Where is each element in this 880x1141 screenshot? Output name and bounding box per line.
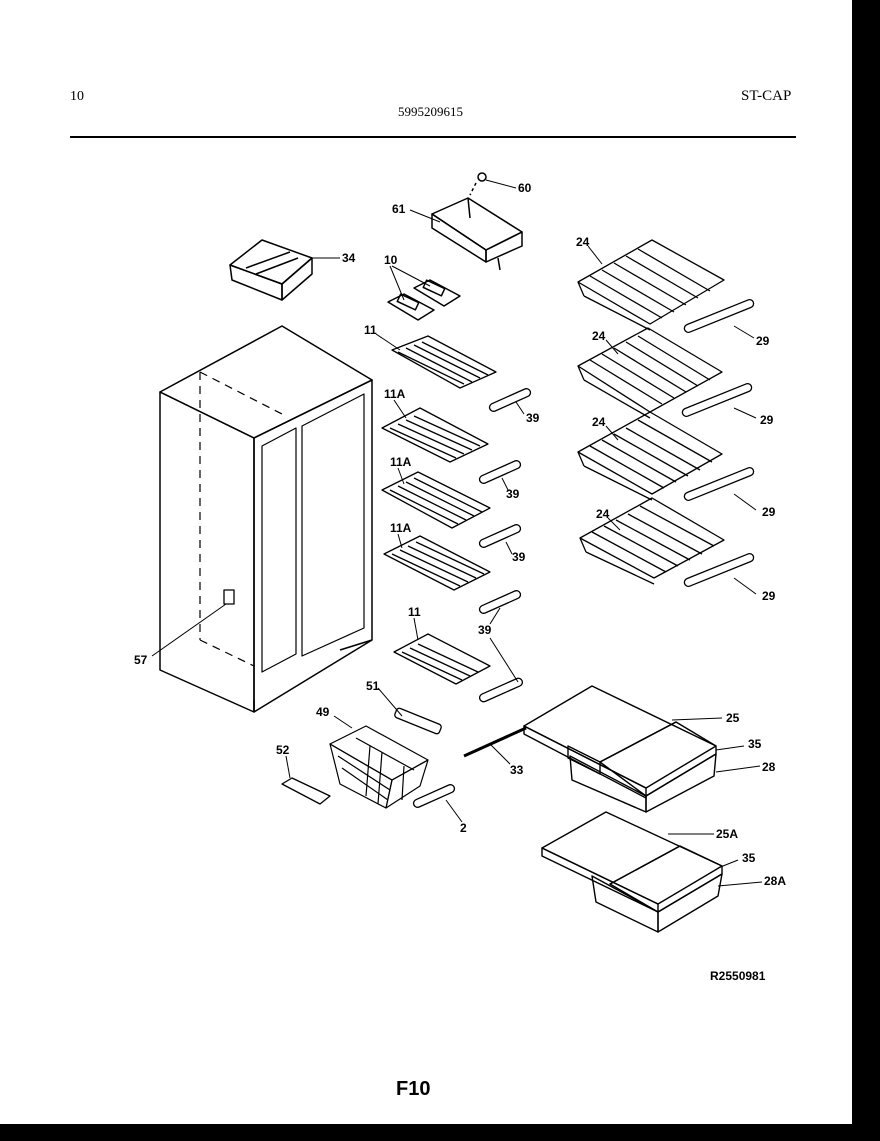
callout-24-4: 24 bbox=[596, 507, 610, 521]
callout-11a-1: 11A bbox=[384, 387, 406, 401]
control-housing-part bbox=[431, 197, 523, 271]
leader-lines bbox=[151, 179, 763, 887]
callout-10: 10 bbox=[384, 253, 398, 267]
callout-11a-3: 11A bbox=[390, 521, 412, 535]
callout-28a: 28A bbox=[764, 874, 786, 888]
cabinet-body bbox=[159, 325, 373, 713]
exploded-parts-diagram: 60 61 34 10 11 11A 11A 11A 11 39 39 39 3… bbox=[134, 172, 786, 933]
callout-52: 52 bbox=[276, 743, 290, 757]
header-left-code: 10 bbox=[70, 89, 84, 104]
fresh-food-shelves bbox=[381, 335, 497, 685]
callout-29-4: 29 bbox=[762, 589, 776, 603]
freezer-shelves bbox=[577, 239, 725, 585]
callout-2: 2 bbox=[460, 821, 467, 835]
scan-border-bottom bbox=[0, 1124, 880, 1141]
drawing-code: R2550981 bbox=[710, 969, 766, 983]
freezer-rails bbox=[681, 298, 755, 588]
callout-51: 51 bbox=[366, 679, 380, 693]
callout-29-1: 29 bbox=[756, 334, 770, 348]
scan-border-right bbox=[852, 0, 880, 1141]
callout-61: 61 bbox=[392, 202, 406, 216]
bracket-pair-part bbox=[387, 279, 461, 321]
callout-39-3: 39 bbox=[512, 550, 526, 564]
callout-57: 57 bbox=[134, 653, 148, 667]
figure-label: F10 bbox=[396, 1078, 431, 1100]
wire-basket-part bbox=[329, 725, 429, 809]
header-model-code: ST-CAP bbox=[741, 88, 792, 104]
header-part-number: 5995209615 bbox=[398, 104, 463, 119]
header-rule bbox=[70, 136, 796, 138]
callout-25: 25 bbox=[726, 711, 740, 725]
callout-24-1: 24 bbox=[576, 235, 590, 249]
callout-11-top: 11 bbox=[364, 323, 377, 337]
crisper-assembly-upper bbox=[523, 685, 717, 813]
callout-39-1: 39 bbox=[526, 411, 540, 425]
callout-35-1: 35 bbox=[748, 737, 762, 751]
ice-tray-part bbox=[229, 239, 313, 301]
callout-49: 49 bbox=[316, 705, 330, 719]
callout-28: 28 bbox=[762, 760, 776, 774]
callout-39-4: 39 bbox=[478, 623, 492, 637]
callout-11a-2: 11A bbox=[390, 455, 412, 469]
callout-39-2: 39 bbox=[506, 487, 520, 501]
callout-34: 34 bbox=[342, 251, 356, 265]
callout-29-2: 29 bbox=[760, 413, 774, 427]
callout-29-3: 29 bbox=[762, 505, 776, 519]
lower-small-parts bbox=[281, 707, 527, 808]
hinge-pin-part bbox=[469, 172, 487, 196]
callout-35-2: 35 bbox=[742, 851, 756, 865]
part-callouts: 60 61 34 10 11 11A 11A 11A 11 39 39 39 3… bbox=[134, 181, 786, 888]
callout-25a: 25A bbox=[716, 827, 738, 841]
callout-24-3: 24 bbox=[592, 415, 606, 429]
callout-60: 60 bbox=[518, 181, 532, 195]
callout-24-2: 24 bbox=[592, 329, 606, 343]
callout-11-bottom: 11 bbox=[408, 605, 421, 619]
callout-33: 33 bbox=[510, 763, 524, 777]
shelf-rails bbox=[478, 388, 532, 703]
crisper-assembly-lower bbox=[541, 811, 723, 933]
